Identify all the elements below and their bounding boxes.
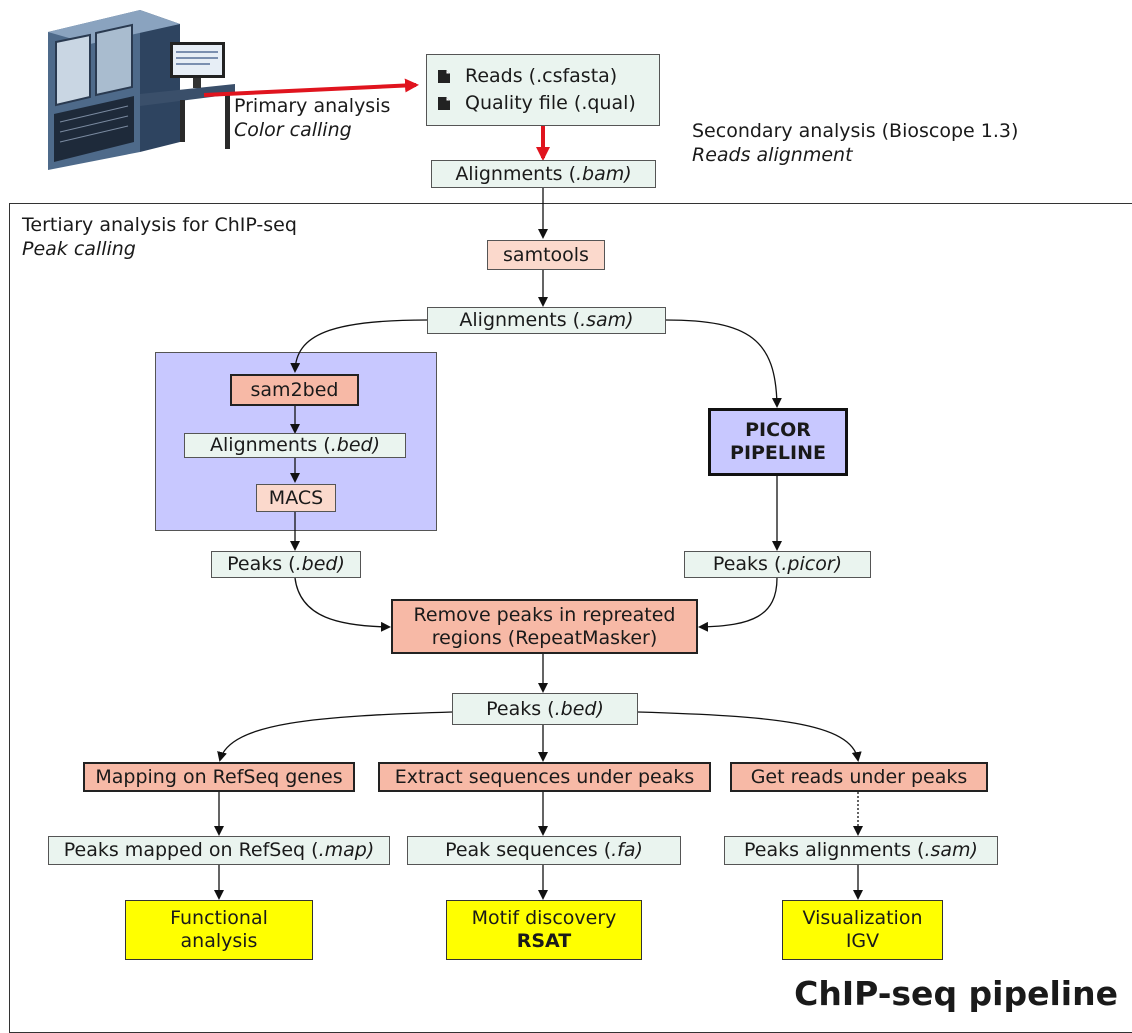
secondary-analysis-label: Secondary analysis (Bioscope 1.3) Reads …: [692, 120, 1018, 168]
align-sam-ext: .sam): [580, 309, 634, 332]
picor-line2: PIPELINE: [730, 442, 826, 464]
picor-line1: PICOR: [745, 419, 811, 442]
mapping-box: Mapping on RefSeq genes: [83, 762, 355, 792]
remove-peaks-box: Remove peaks in repreated regions (Repea…: [391, 599, 698, 654]
peaks-bed-mid-box: Peaks (.bed): [452, 693, 638, 725]
page-title: ChIP-seq pipeline: [794, 974, 1118, 1013]
peaks-picor-ext: .picor): [781, 553, 843, 576]
visual-line2: IGV: [845, 930, 880, 952]
arrow-peaks-remove-left: [294, 577, 391, 632]
tertiary-analysis-label: Tertiary analysis for ChIP-seq Peak call…: [22, 214, 297, 262]
reads-box: Reads (.csfasta) Quality file (.qual): [426, 54, 660, 126]
picor-pipeline-box: PICOR PIPELINE: [708, 408, 848, 476]
tertiary-title: Tertiary analysis for ChIP-seq: [22, 214, 297, 236]
samtools-box: samtools: [487, 240, 605, 270]
peaks-bed-mid-ext: .bed): [554, 697, 604, 720]
primary-title: Primary analysis: [234, 95, 391, 117]
motif-line2: RSAT: [516, 930, 572, 952]
functional-line1: Functional: [170, 907, 268, 930]
peaks-picor-box: Peaks (.picor): [684, 551, 871, 578]
file-icon: [438, 70, 450, 84]
remove-line1: Remove peaks in repreated: [413, 603, 676, 626]
peak-seq-text: Peak sequences (: [445, 839, 612, 862]
peaks-align-ext: .sam): [924, 839, 978, 862]
align-bam-text: Alignments (: [455, 162, 577, 185]
visual-line1: Visualization: [802, 907, 923, 930]
arrow-peaks-getreads: [637, 711, 862, 762]
peaks-bed-left-ext: .bed): [295, 553, 345, 576]
primary-sub: Color calling: [234, 118, 352, 141]
primary-analysis-label: Primary analysis Color calling: [234, 95, 390, 143]
macs-box: MACS: [256, 484, 336, 512]
peak-seq-ext: .fa): [611, 839, 643, 862]
peaks-bed-left-text: Peaks (: [227, 553, 296, 576]
align-sam-text: Alignments (: [459, 309, 581, 332]
getreads-box: Get reads under peaks: [730, 762, 988, 792]
align-bed-text: Alignments (: [210, 434, 331, 457]
alignments-sam-box: Alignments (.sam): [427, 307, 666, 334]
extract-box: Extract sequences under peaks: [378, 762, 711, 792]
sam2bed-box: sam2bed: [230, 374, 359, 406]
arrow-peaks-remove-right: [698, 577, 778, 632]
peaks-map-ext: .map): [318, 839, 375, 862]
peaks-bed-mid-text: Peaks (: [486, 697, 555, 720]
peaks-picor-text: Peaks (: [712, 553, 782, 576]
align-bed-ext: .bed): [330, 434, 380, 457]
peaks-align-text: Peaks alignments (: [744, 839, 925, 862]
functional-line2: analysis: [180, 930, 258, 952]
alignments-bed-box: Alignments (.bed): [184, 433, 406, 458]
arrow-peaks-mapping: [217, 711, 453, 762]
motif-discovery-box: Motif discovery RSAT: [446, 900, 642, 960]
reads-line2: Quality file (.qual): [465, 92, 636, 114]
arrow-sam-picor: [665, 319, 782, 408]
secondary-sub: Reads alignment: [692, 143, 853, 166]
visualization-box: Visualization IGV: [782, 900, 943, 960]
peaks-align-box: Peaks alignments (.sam): [724, 836, 998, 865]
sequencer-machine-image: [48, 10, 235, 170]
functional-analysis-box: Functional analysis: [125, 900, 313, 960]
peaks-map-box: Peaks mapped on RefSeq (.map): [48, 836, 390, 865]
peaks-bed-left-box: Peaks (.bed): [211, 551, 361, 578]
peaks-map-text: Peaks mapped on RefSeq (: [63, 839, 319, 862]
align-bam-ext: .bam): [576, 162, 632, 185]
red-arrow-primary: [203, 78, 419, 97]
peak-seq-box: Peak sequences (.fa): [407, 836, 681, 865]
motif-line1: Motif discovery: [471, 907, 617, 930]
alignments-bam-box: Alignments (.bam): [431, 160, 656, 188]
tertiary-sub: Peak calling: [22, 237, 136, 260]
file-icon: [438, 96, 450, 110]
remove-line2: regions (RepeatMasker): [431, 626, 658, 649]
secondary-title: Secondary analysis (Bioscope 1.3): [692, 120, 1019, 142]
arrow-sam-sam2bed: [290, 319, 428, 373]
reads-line1: Reads (.csfasta): [465, 65, 618, 88]
